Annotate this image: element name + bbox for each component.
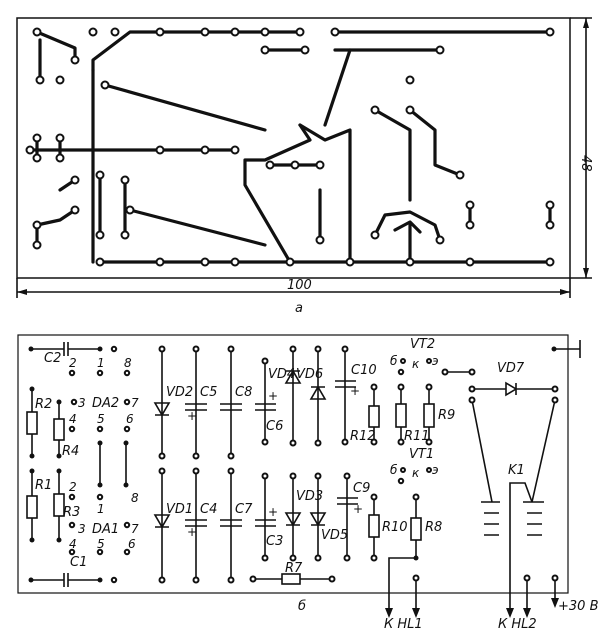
output-hl1: К HL1: [384, 617, 423, 631]
plus-c6: +: [268, 389, 278, 403]
label-c10: C10: [351, 363, 377, 378]
pin-5: 5: [97, 412, 105, 426]
vt1-pin-e: э: [432, 463, 439, 477]
pin-4: 4: [69, 412, 77, 426]
label-vd5: VD5: [321, 528, 348, 543]
label-vd3: VD3: [296, 489, 323, 504]
label-vt2: VT2: [410, 337, 435, 352]
plus-c9: +: [353, 502, 363, 516]
caption-a: а: [295, 301, 303, 316]
vt1-pin-b: б: [390, 463, 398, 477]
pin-3: 3: [78, 522, 86, 536]
pin-1: 1: [97, 502, 105, 516]
vt2-pin-b: б: [390, 354, 398, 368]
label-vd4: VD4: [268, 367, 295, 382]
vt2-pin-k: к: [412, 357, 420, 371]
label-c9: C9: [353, 481, 370, 496]
label-r7: R7: [285, 561, 303, 576]
plus-c4: +: [187, 525, 197, 539]
pin-7: 7: [131, 522, 139, 536]
pin-2: 2: [69, 480, 77, 494]
label-vd6: VD6: [296, 367, 323, 382]
label-c1: C1: [70, 555, 87, 570]
pin-8: 8: [124, 356, 132, 370]
label-c6: C6: [266, 419, 283, 434]
pads: [25, 27, 555, 267]
label-r10: R10: [382, 520, 408, 535]
output-hl2: К HL2: [498, 617, 537, 631]
pin-3: 3: [78, 396, 86, 410]
label-r8: R8: [425, 520, 442, 535]
pcb-component-view: C2 C1 R2 R4 R1 R3 DA2 DA1 2 1 8 3 7 4 5 …: [17, 334, 599, 631]
pads: [28, 345, 559, 584]
pin-6: 6: [128, 537, 136, 551]
vt1-pin-k: к: [412, 466, 420, 480]
label-r12: R12: [350, 429, 376, 444]
height-dimension: 48: [578, 155, 593, 172]
width-dimension: 100: [287, 278, 312, 293]
label-r3: R3: [63, 505, 80, 520]
vt2-pin-e: э: [432, 354, 439, 368]
label-c5: C5: [200, 385, 217, 400]
label-c3: C3: [266, 534, 283, 549]
output-power: +30 В: [558, 599, 599, 614]
label-vd7: VD7: [497, 361, 525, 376]
label-c2: C2: [44, 351, 61, 366]
diodes: [153, 369, 518, 529]
label-da1: DA1: [92, 522, 119, 537]
plus-c3: +: [268, 505, 278, 519]
label-c4: C4: [200, 502, 217, 517]
pin-7: 7: [131, 396, 139, 410]
label-c8: C8: [235, 385, 252, 400]
pin-4: 4: [69, 537, 77, 551]
label-r2: R2: [35, 397, 52, 412]
pin-1: 1: [97, 356, 105, 370]
label-vd1: VD1: [166, 502, 193, 517]
label-vd2: VD2: [166, 385, 193, 400]
pin-2: 2: [69, 356, 77, 370]
dimension-lines: [16, 17, 592, 298]
board-outline: [17, 334, 569, 594]
pcb-top-view: 100 48 а: [16, 17, 593, 316]
label-r1: R1: [35, 478, 52, 493]
plus-c5: +: [187, 409, 197, 423]
label-k1: K1: [508, 463, 525, 478]
label-c7: C7: [235, 502, 253, 517]
caption-b: б: [298, 599, 306, 614]
label-r9: R9: [438, 408, 455, 423]
pin-6: 6: [126, 412, 134, 426]
label-r11: R11: [404, 429, 430, 444]
board-outline: [16, 17, 571, 279]
label-r4: R4: [62, 444, 79, 459]
pin-8: 8: [131, 491, 139, 505]
label-vt1: VT1: [409, 447, 434, 462]
pin-5: 5: [97, 537, 105, 551]
label-da2: DA2: [92, 396, 119, 411]
plus-c10: +: [350, 384, 360, 398]
